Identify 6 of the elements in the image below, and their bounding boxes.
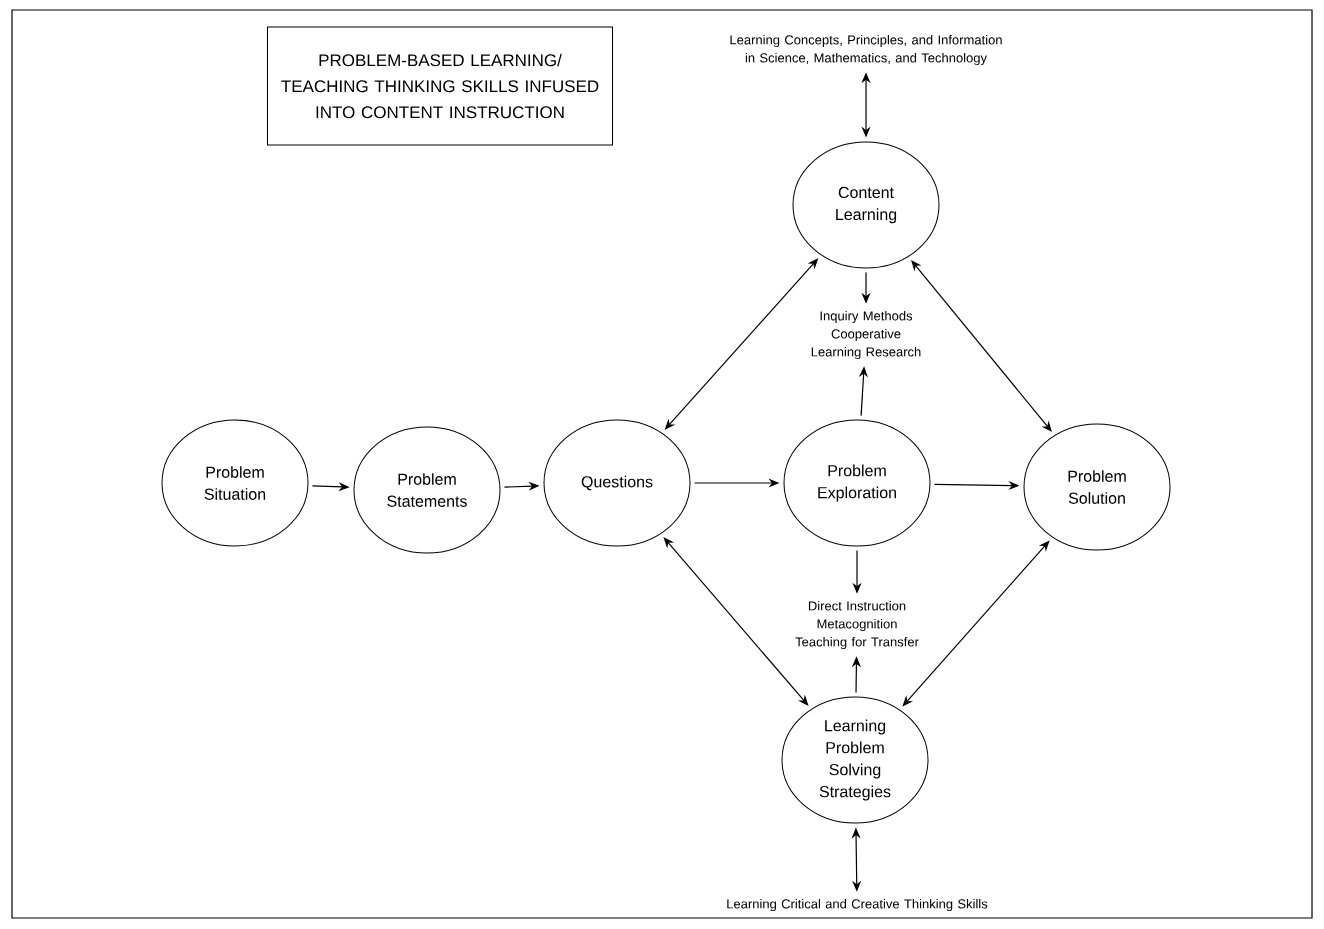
arrow — [663, 537, 809, 706]
text-label: Learning Critical and Creative Thinking Skills — [727, 898, 988, 912]
text-label: Learning Concepts, Principles, and Information in Science, Mathematics, and Technology — [730, 34, 1002, 66]
text-label: Direct Instruction Metacognition Teaching for Transfer — [795, 600, 919, 650]
text-label: Inquiry Methods Cooperative Learning Research — [811, 310, 921, 360]
title-box: PROBLEM-BASED LEARNING/ TEACHING THINKING SKILLS INFUSED INTO CONTENT INSTRUCTION — [267, 26, 613, 146]
